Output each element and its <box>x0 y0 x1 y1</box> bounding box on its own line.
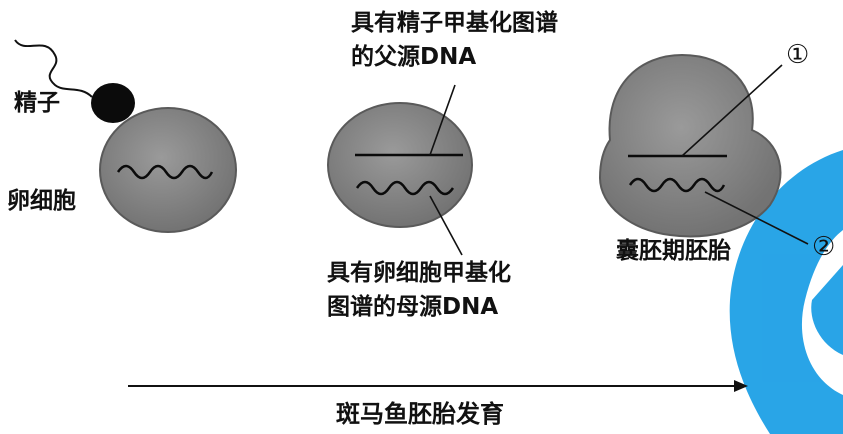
maternal-dna-wave <box>355 180 455 196</box>
blastula-embryo <box>598 53 809 245</box>
paternal-pointer-line <box>429 84 456 156</box>
marker-1-pointer <box>681 64 783 157</box>
maternal-dna-label-line2: 图谱的母源DNA <box>327 294 499 320</box>
paternal-dna-label-line1: 具有精子甲基化图谱 <box>351 10 558 36</box>
egg-label: 卵细胞 <box>7 188 76 214</box>
marker-1-label: ① <box>786 40 810 70</box>
marker-2-pointer <box>704 191 809 245</box>
watermark-logo <box>729 150 843 434</box>
blastula-dna-wave <box>628 177 726 193</box>
maternal-dna-label-line1: 具有卵细胞甲基化 <box>327 260 511 286</box>
egg-cell <box>99 107 237 233</box>
sperm-tail <box>14 39 93 98</box>
sperm-head <box>91 83 135 123</box>
marker-2-label: ② <box>812 232 836 262</box>
zygote-cell <box>327 84 473 256</box>
paternal-dna-label-line2: 的父源DNA <box>351 44 477 70</box>
maternal-pointer-line <box>429 195 463 256</box>
blastula-label: 囊胚期胚胎 <box>616 238 731 264</box>
egg-dna-wave <box>116 164 214 180</box>
development-arrow <box>128 380 748 392</box>
sperm-label: 精子 <box>14 90 60 116</box>
process-label: 斑马鱼胚胎发育 <box>336 400 504 428</box>
sperm-illustration <box>14 39 135 123</box>
